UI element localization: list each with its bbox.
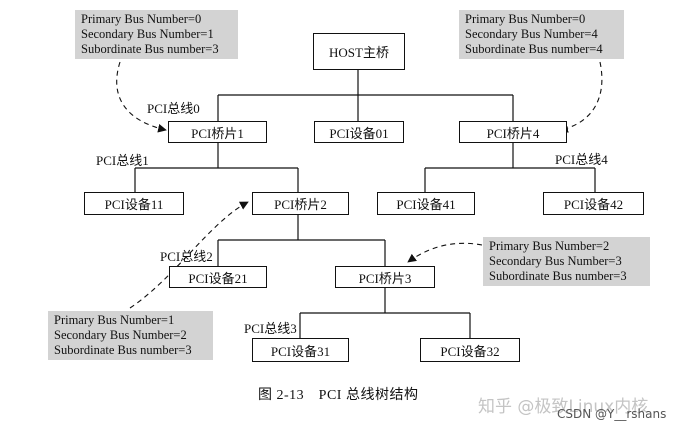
pci-device32-box: PCI设备32 <box>420 338 520 362</box>
bus2-label: PCI总线2 <box>160 249 213 264</box>
secondary-bus-number: Secondary Bus Number=3 <box>489 254 622 268</box>
pci-device41-box: PCI设备41 <box>377 192 475 215</box>
primary-bus-number: Primary Bus Number=0 <box>465 12 586 26</box>
pci-bridge2-box: PCI桥片2 <box>252 192 349 215</box>
bus1-label: PCI总线1 <box>96 153 149 168</box>
bus4-label: PCI总线4 <box>555 152 608 167</box>
pci-bridge3-box: PCI桥片3 <box>335 266 435 288</box>
pci-device21-box: PCI设备21 <box>169 266 267 288</box>
primary-bus-number: Primary Bus Number=2 <box>489 239 610 253</box>
arrow-note-bridge4 <box>559 61 603 133</box>
bridge3-bus-number-note: Primary Bus Number=2 Secondary Bus Numbe… <box>483 237 650 286</box>
bridge1-bus-number-note: Primary Bus Number=0 Secondary Bus Numbe… <box>75 10 238 59</box>
pci-device42-box: PCI设备42 <box>543 192 644 215</box>
host-bridge-box: HOST主桥 <box>313 33 405 70</box>
bus3-label: PCI总线3 <box>244 321 297 336</box>
arrow-note-bridge3 <box>407 242 483 263</box>
secondary-bus-number: Secondary Bus Number=2 <box>54 328 187 342</box>
arrow-note-bridge1 <box>116 61 167 133</box>
subordinate-bus-number: Subordinate Bus number=4 <box>465 42 603 56</box>
subordinate-bus-number: Subordinate Bus number=3 <box>81 42 219 56</box>
figure-caption: 图 2-13 PCI 总线树结构 <box>258 388 419 403</box>
bridge2-bus-number-note: Primary Bus Number=1 Secondary Bus Numbe… <box>48 311 213 360</box>
primary-bus-number: Primary Bus Number=0 <box>81 12 202 26</box>
pci-device11-box: PCI设备11 <box>84 192 184 215</box>
arrow-note-bridge2 <box>129 201 249 309</box>
secondary-bus-number: Secondary Bus Number=4 <box>465 27 598 41</box>
bridge4-bus-number-note: Primary Bus Number=0 Secondary Bus Numbe… <box>459 10 624 59</box>
subordinate-bus-number: Subordinate Bus number=3 <box>489 269 627 283</box>
csdn-watermark: CSDN @Y__rshans <box>557 407 667 421</box>
zhihu-watermark: 知乎 @极致Linux内核 <box>478 397 649 417</box>
bus0-label: PCI总线0 <box>147 101 200 116</box>
primary-bus-number: Primary Bus Number=1 <box>54 313 175 327</box>
pci-bridge1-box: PCI桥片1 <box>168 121 267 143</box>
pci-device31-box: PCI设备31 <box>252 338 349 362</box>
pci-device01-box: PCI设备01 <box>314 121 404 143</box>
secondary-bus-number: Secondary Bus Number=1 <box>81 27 214 41</box>
pci-bridge4-box: PCI桥片4 <box>459 121 567 143</box>
subordinate-bus-number: Subordinate Bus number=3 <box>54 343 192 357</box>
